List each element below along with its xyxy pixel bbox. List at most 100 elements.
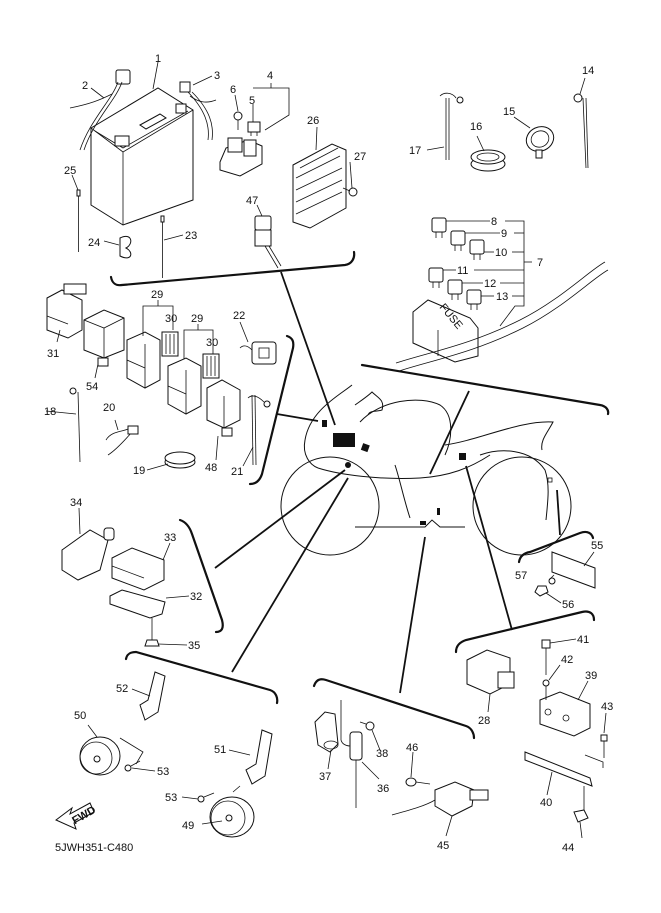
callout-29b: 29 [191,313,203,325]
callout-56: 56 [562,599,574,611]
ignition-unit-group [454,610,608,823]
callout-43: 43 [601,701,613,713]
callout-3: 3 [214,70,220,82]
callout-33: 33 [164,532,176,544]
motorcycle-outline [280,384,572,556]
bracket-52 [139,671,166,721]
clamp-19 [164,451,196,469]
horn-50 [79,736,121,776]
callout-5: 5 [249,95,255,107]
connector-32 [109,589,166,619]
switch-36 [340,700,363,808]
callout-52: 52 [116,683,128,695]
callout-28: 28 [478,715,490,727]
fuse-box: FUSE [412,299,479,363]
bracket-51 [245,729,273,785]
group-bracket [360,363,610,416]
relay-group [46,283,295,486]
callout-35: 35 [188,640,200,652]
callout-42: 42 [561,654,573,666]
callout-6: 6 [230,84,236,96]
callout-24: 24 [88,237,100,249]
coupler-30b [202,353,220,379]
group-bracket [248,334,295,486]
callout-14: 14 [582,65,594,77]
callout-26: 26 [307,115,319,127]
callout-36: 36 [377,783,389,795]
callout-40: 40 [540,797,552,809]
fuse-12 [447,279,463,300]
bolt-6 [233,111,243,130]
callout-1: 1 [155,53,161,65]
battery-group [69,69,358,287]
cable-tie-25 [76,189,81,252]
callout-23: 23 [185,230,197,242]
switch-group [312,678,489,817]
callout-20: 20 [103,402,115,414]
callout-labels: 1 2 3 4 5 6 7 8 9 10 11 12 13 14 15 16 1… [44,53,613,854]
horn-group [79,650,279,838]
cable-tie-23 [160,215,165,278]
group-bracket [454,610,596,654]
clamp-15 [525,126,555,159]
group-bracket [124,650,279,705]
callout-48: 48 [205,462,217,474]
callout-38: 38 [376,748,388,760]
callout-37: 37 [319,771,331,783]
group-bracket [517,530,595,564]
main-fuse [247,121,261,136]
ignition-unit-28 [466,649,515,695]
callout-19: 19 [133,465,145,477]
connector-33 [111,547,165,591]
callout-18: 18 [44,406,56,418]
callout-12: 12 [484,278,496,290]
pointer-arrows [214,271,561,694]
coupler-30a [161,331,179,357]
callout-8: 8 [491,216,497,228]
nut-44 [573,809,589,823]
callout-27: 27 [354,151,366,163]
relay-29b [167,357,202,415]
leader-lines [45,61,607,839]
cdi-unit-39 [539,691,591,737]
clamp-22 [239,341,277,365]
screw-53a [124,760,141,772]
bracket-37 [314,711,339,753]
group-bracket [178,518,224,634]
battery-positive-lead [179,81,217,141]
callout-46: 46 [406,742,418,754]
callout-47: 47 [246,195,258,207]
washer-57 [548,577,556,585]
relay-54 [83,309,125,367]
coupler-47 [254,215,282,269]
callout-21: 21 [231,466,243,478]
group-bracket [312,678,476,740]
callout-10: 10 [495,247,507,259]
rectifier-regulator [292,143,347,229]
callout-44: 44 [562,842,574,854]
clamp-16 [470,149,506,172]
callout-53a: 53 [157,766,169,778]
callout-45: 45 [437,840,449,852]
license-light-group [517,530,596,597]
group-bracket [109,250,356,287]
bolt-43 [600,734,608,758]
bolt-27 [342,187,358,197]
callout-29a: 29 [151,289,163,301]
callout-9: 9 [501,228,507,240]
callout-30b: 30 [206,337,218,349]
drawing-code: 5JWH351-C480 [55,842,133,854]
callout-50: 50 [74,710,86,722]
nut-56 [534,585,549,597]
callout-2: 2 [82,80,88,92]
callout-39: 39 [585,670,597,682]
band-21 [247,394,271,466]
callout-53b: 53 [165,792,177,804]
fuse-13 [466,289,482,310]
connector-group [61,518,224,647]
fuse-11 [428,267,444,288]
clamps-group [439,92,589,172]
callout-25: 25 [64,165,76,177]
callout-55: 55 [591,540,603,552]
